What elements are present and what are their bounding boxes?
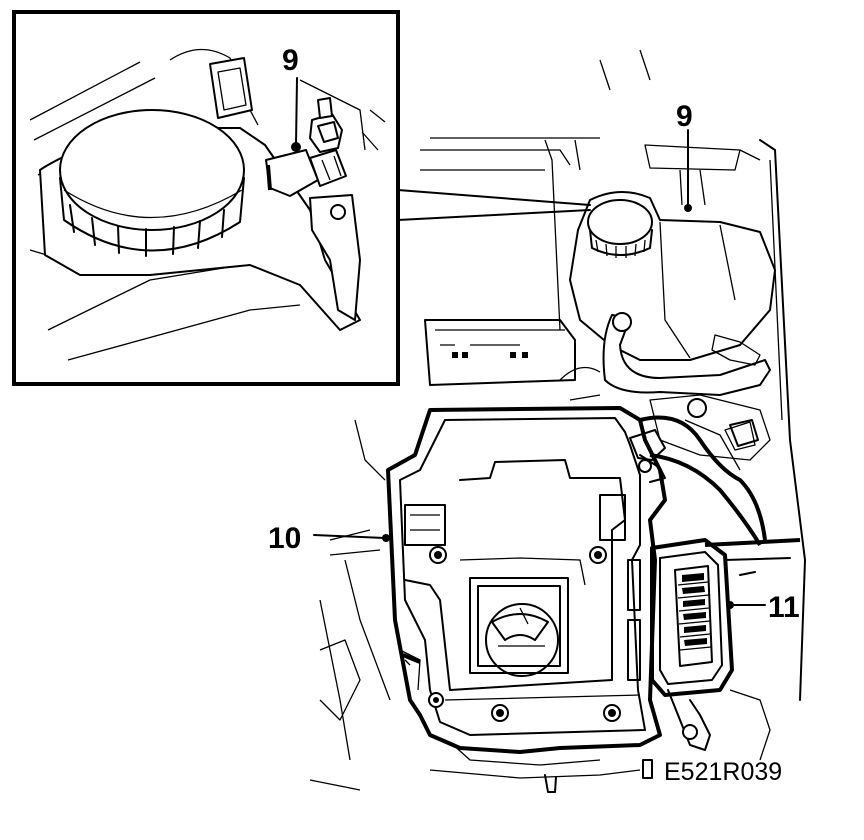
figure-reference-code: E521R039 — [664, 758, 782, 786]
lower-details — [429, 689, 771, 793]
callout-9-main: 9 — [676, 100, 693, 133]
callout-10: 10 — [268, 522, 301, 555]
leader-line-10 — [313, 534, 386, 539]
cable-harness — [629, 415, 767, 547]
engine-bay-scene — [309, 49, 806, 791]
callout-11: 11 — [768, 591, 800, 624]
callout-9-inset: 9 — [282, 44, 299, 77]
fuse-holder — [650, 538, 801, 751]
battery-tray — [386, 406, 667, 766]
detail-inset — [12, 10, 400, 386]
